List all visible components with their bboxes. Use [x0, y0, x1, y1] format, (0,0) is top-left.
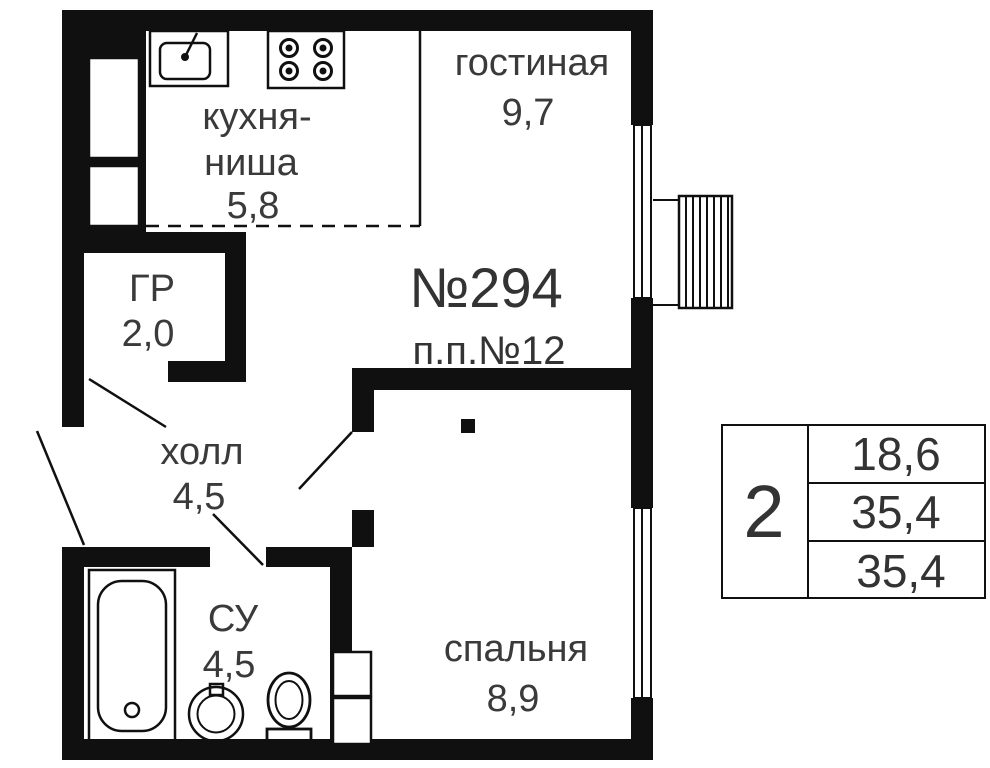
shaft-bathroom-upper — [331, 650, 373, 698]
bathtub — [87, 568, 177, 743]
shaft-top-left-upper — [87, 56, 141, 160]
room-label-kitchen-line1: кухня- — [202, 96, 311, 138]
wardrobe-door-leaf — [88, 377, 167, 429]
doors — [35, 377, 353, 566]
kitchen-niche-boundary — [146, 31, 422, 228]
wall-right-middle — [631, 298, 653, 508]
balcony — [653, 194, 734, 310]
room-label-bedroom: спальня — [444, 628, 588, 670]
room-labels: гостиная 9,7 кухня- ниша 5,8 ГР 2,0 №294… — [122, 42, 610, 720]
burner — [279, 38, 299, 58]
apartment-number: №294 — [409, 256, 563, 319]
wall-bedroom-top — [352, 368, 653, 390]
shaft-top-left-lower — [87, 164, 141, 228]
bathtub-drain — [123, 701, 141, 719]
junction-point-marker — [461, 419, 475, 433]
toilet — [265, 671, 313, 747]
balcony-railing — [677, 194, 734, 310]
wall-bedroom-left-lower — [352, 510, 374, 547]
wall-bedroom-left-upper — [352, 390, 374, 432]
toilet-bowl — [266, 671, 312, 729]
room-area-bedroom: 8,9 — [487, 678, 540, 720]
toilet-tank — [265, 727, 313, 747]
living-area-value: 18,6 — [851, 428, 941, 480]
wall-bathroom-top-left — [62, 547, 210, 567]
sink-faucet — [183, 32, 199, 58]
room-label-bathroom: СУ — [208, 598, 259, 640]
shafts — [87, 56, 373, 746]
unit-number: п.п.№12 — [413, 329, 566, 373]
total-area-value: 35,4 — [856, 545, 946, 597]
info-table: 2 18,6 35,4 35,4 — [721, 424, 986, 599]
burner — [313, 61, 333, 81]
wall-wardrobe-bottom — [168, 361, 246, 382]
wall-right-top — [631, 10, 653, 125]
wall-left-upper — [62, 10, 84, 427]
wall-right-bottom — [631, 698, 653, 759]
bathroom-door-leaf — [212, 513, 264, 566]
room-label-kitchen-line2: ниша — [204, 142, 299, 184]
room-area-kitchen: 5,8 — [227, 185, 280, 227]
room-label-wardrobe: ГР — [129, 268, 175, 310]
burner — [313, 38, 333, 58]
room-area-hall: 4,5 — [173, 476, 226, 518]
stove — [266, 29, 346, 90]
rooms-count: 2 — [743, 470, 784, 553]
room-label-hall: холл — [160, 431, 243, 473]
shaft-bathroom-lower — [331, 696, 373, 746]
room-area-wardrobe: 2,0 — [122, 313, 175, 355]
room-area-living: 9,7 — [502, 92, 555, 134]
wall-wardrobe-right — [225, 232, 246, 382]
windows — [633, 124, 652, 699]
room-label-living: гостиная — [455, 42, 610, 84]
balcony-railing-hatch — [685, 196, 729, 308]
wall-left-lower — [62, 547, 84, 760]
info-table-border — [721, 424, 986, 599]
bedroom-door-leaf — [298, 431, 353, 490]
wall-bottom — [62, 739, 653, 760]
entrance-door-leaf — [35, 430, 86, 546]
burner — [279, 61, 299, 81]
wall-wardrobe-top — [84, 232, 246, 253]
area-no-balcony-value: 35,4 — [851, 486, 941, 538]
kitchen-sink — [148, 29, 230, 88]
bathroom-sink — [187, 682, 245, 743]
room-area-bathroom: 4,5 — [203, 644, 256, 686]
wall-top — [62, 10, 653, 31]
